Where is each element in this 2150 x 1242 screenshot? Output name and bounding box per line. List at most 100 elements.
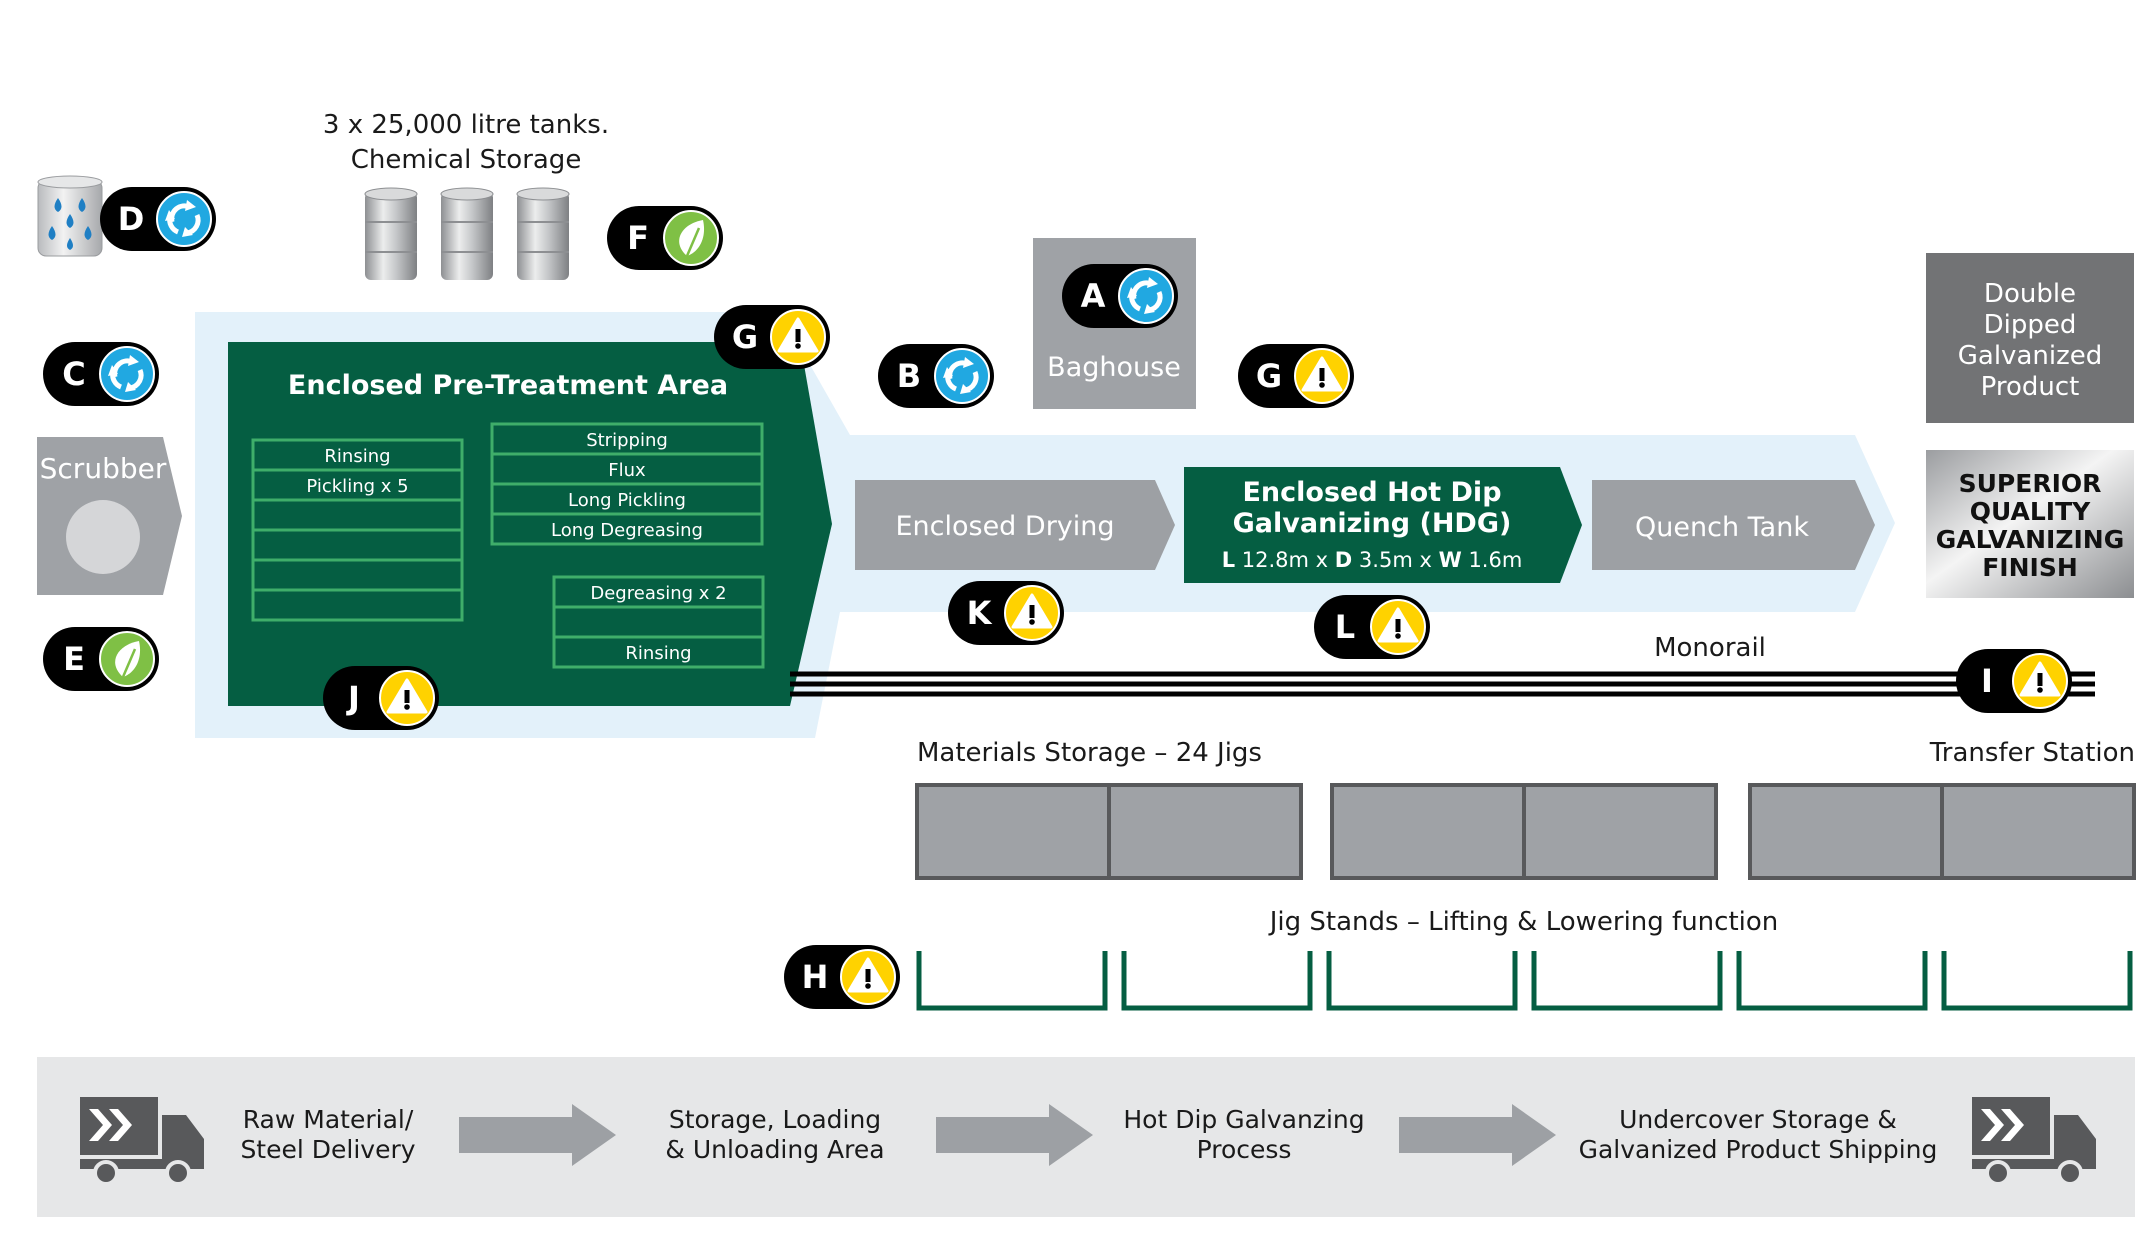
jig-stands [916,951,2133,1011]
product-line2: Dipped [1984,310,2077,340]
chemical-drum-1 [364,187,418,280]
materials-storage-bays [915,783,2136,880]
badges: A B C D E F G G H I J K L [43,187,2072,1009]
scrubber-unit [37,437,182,595]
left-tank-6 [251,588,464,622]
badge-g-2[interactable]: G [1238,344,1354,408]
badge-i[interactable]: I [1956,649,2072,713]
transfer-station-label: Transfer Station [1929,738,2135,768]
finish-line2: QUALITY [1970,497,2091,526]
recycle-icon [1118,268,1174,324]
warning-icon [770,309,826,365]
pretreatment-title: Enclosed Pre-Treatment Area [288,370,728,401]
badge-g[interactable]: G [714,305,830,369]
left-tank-label: Pickling x 5 [306,476,408,497]
flow-step2-line1: Storage, Loading [669,1105,881,1134]
badge-letter: D [118,200,145,238]
badge-d[interactable]: D [100,187,216,251]
jig-stand-6 [1941,951,2133,1011]
badge-letter: I [1981,662,1993,700]
water-tank-icon [37,175,103,257]
recycle-icon [934,348,990,404]
finish-line4: FINISH [1982,553,2078,582]
drying-stage-label: Enclosed Drying [895,511,1114,542]
hdg-dimensions: L 12.8m x D 3.5m x W 1.6m [1222,548,1523,572]
product-line4: Product [1981,372,2080,402]
flow-step4-line1: Undercover Storage & [1619,1105,1897,1134]
storage-bay-6 [1940,783,2136,880]
badge-letter: J [346,679,360,717]
badge-b[interactable]: B [878,344,994,408]
lower-tank-label: Degreasing x 2 [590,583,726,604]
flow-step4-line2: Galvanized Product Shipping [1579,1135,1938,1164]
badge-letter: K [967,594,993,632]
storage-bay-3 [1330,783,1526,880]
badge-letter: G [1256,357,1282,395]
badge-letter: E [63,640,85,678]
product-line1: Double [1984,279,2076,309]
badge-l[interactable]: L [1314,595,1430,659]
badge-letter: H [802,958,829,996]
jig-stand-2 [1121,951,1313,1011]
badge-c[interactable]: C [43,342,159,406]
pretreatment-area [228,342,832,706]
badge-e[interactable]: E [43,627,159,691]
quench-stage-arrow [1592,480,1875,570]
chemical-drum-2 [440,187,494,280]
leaf-icon [663,210,719,266]
scrubber-label: Scrubber [40,452,167,485]
chemical-drum-3 [516,187,570,280]
flow-step2-line2: & Unloading Area [665,1135,884,1164]
jig-stand-5 [1736,951,1928,1011]
right-tank-label: Stripping [586,430,668,451]
badge-letter: F [627,219,649,257]
badge-a[interactable]: A [1062,264,1178,328]
badge-k[interactable]: K [948,581,1064,645]
warning-icon [1370,599,1426,655]
storage-bay-5 [1748,783,1944,880]
quench-stage-label: Quench Tank [1635,512,1809,543]
warning-icon [840,949,896,1005]
hdg-stage-label-line1: Enclosed Hot Dip [1242,477,1501,508]
lower-tank-3: Rinsing [552,635,765,669]
badge-letter: L [1335,608,1355,646]
truck-icon-right [1972,1097,2096,1186]
hdg-stage-arrow [1184,467,1582,583]
jig-stand-4 [1531,951,1723,1011]
recycle-icon [99,346,155,402]
baghouse-label: Baghouse [1047,352,1181,383]
storage-bay-1 [915,783,1111,880]
badge-letter: C [62,355,85,393]
right-tank-label: Long Degreasing [551,520,703,541]
right-tank-label: Long Pickling [568,490,686,511]
jig-stands-label: Jig Stands – Lifting & Lowering function [1268,907,1779,937]
truck-icon-left [80,1097,204,1186]
product-box [1926,253,2134,423]
flow-step3-line2: Process [1197,1135,1292,1164]
right-tank-label: Flux [608,460,646,481]
lower-tank-label: Rinsing [625,643,691,664]
finish-line3: GALVANIZING [1936,525,2124,554]
right-tank-4: Long Degreasing [490,512,764,546]
badge-j[interactable]: J [323,666,439,730]
product-line3: Galvanized [1958,341,2102,371]
badge-f[interactable]: F [607,206,723,270]
flow-step1-line2: Steel Delivery [240,1135,415,1164]
drying-stage-arrow [855,480,1175,570]
warning-icon [379,670,435,726]
badge-h[interactable]: H [784,945,900,1009]
flow-arrow-1 [459,1104,616,1166]
badge-letter: G [732,318,758,356]
finish-plate [1926,450,2134,598]
hdg-stage-label-line2: Galvanizing (HDG) [1233,508,1512,539]
warning-icon [1294,348,1350,404]
finish-line1: SUPERIOR [1959,469,2102,498]
badge-letter: A [1081,277,1106,315]
flow-arrow-3 [1399,1104,1556,1166]
badge-letter: B [897,357,921,395]
lower-tank-stack: Degreasing x 2 Rinsing [552,575,765,669]
storage-bay-2 [1107,783,1303,880]
